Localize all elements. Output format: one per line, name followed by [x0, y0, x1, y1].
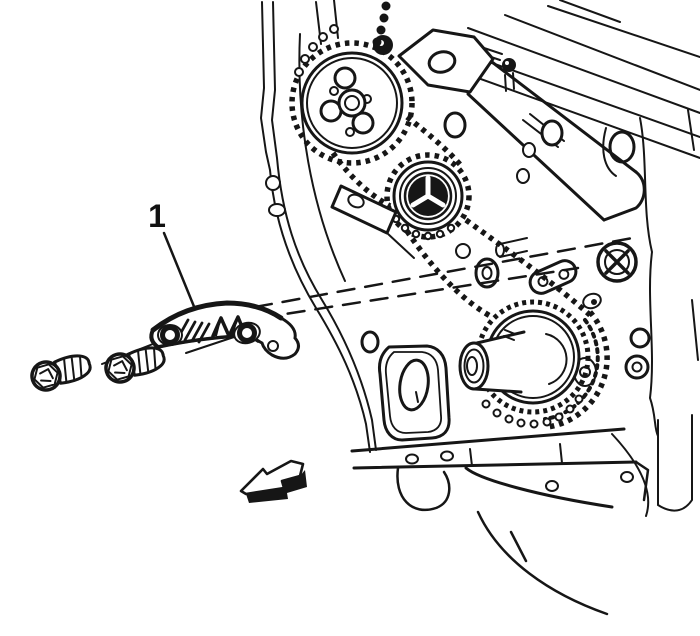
- chain-rollers: [294, 1, 391, 77]
- camshaft-sprocket: [289, 1, 415, 166]
- oil-pump-pad: [360, 330, 451, 442]
- callout-1-label: 1: [148, 198, 166, 234]
- cover-bolt-icon: [596, 241, 638, 283]
- guide-bolt-front: [30, 354, 92, 392]
- direction-arrow-icon: [239, 459, 307, 503]
- idler-sprocket: [330, 114, 472, 259]
- crankshaft-sprocket: [458, 299, 591, 429]
- chain-rollers: [481, 394, 584, 429]
- guide-bolt-rear: [104, 346, 166, 384]
- timing-chain-upper: [289, 40, 415, 166]
- callout-1: 1: [148, 198, 197, 311]
- timing-chain-guide: [149, 300, 300, 360]
- chain-rollers: [391, 214, 456, 241]
- crankshaft-snout: [458, 329, 526, 394]
- twin-hole-boss: [528, 259, 578, 295]
- oil-pan-rail: [350, 427, 650, 616]
